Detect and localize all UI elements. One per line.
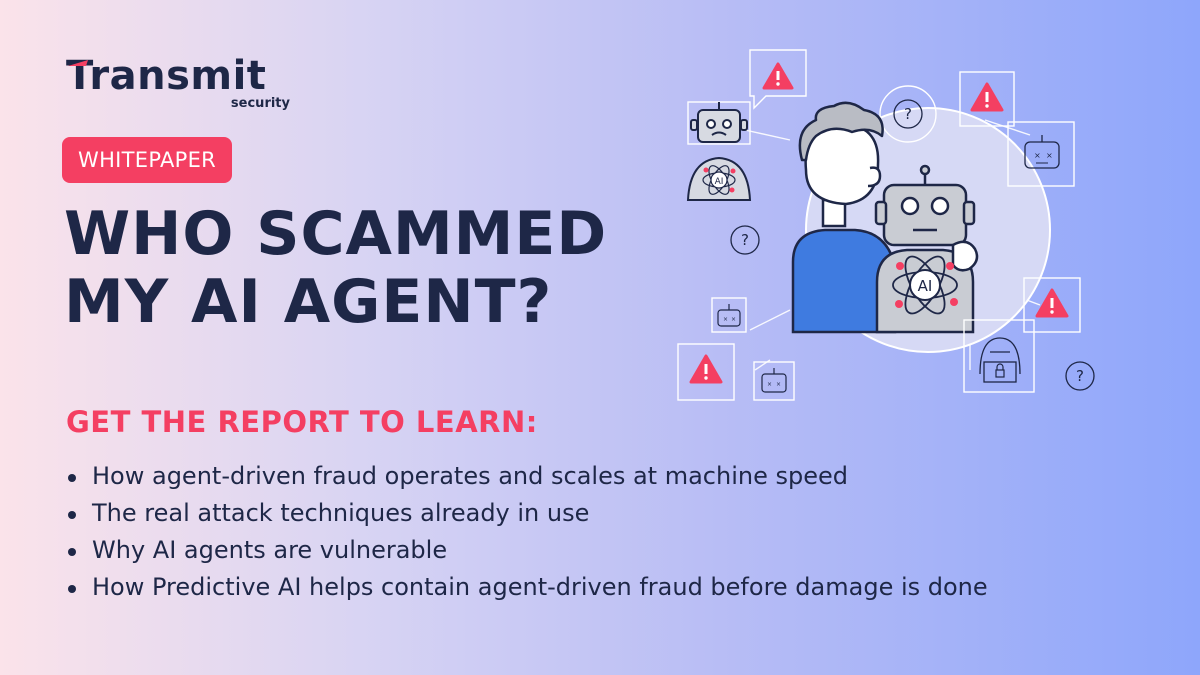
svg-text:×: × [731,316,736,323]
question-icon: ? [1065,361,1095,391]
svg-text:×: × [776,381,781,388]
bullet-dot [68,548,76,556]
svg-text:?: ? [1076,367,1084,385]
bullet-dot [68,474,76,482]
list-item-text: The real attack techniques already in us… [92,499,590,527]
question-icon: ? [730,225,760,255]
subhead: GET THE REPORT TO LEARN: [66,405,538,439]
headline-line-1: WHO SCAMMED [64,199,608,269]
warning-icon [749,49,807,110]
robot-icon: × × [711,297,747,333]
list-item-text: How agent-driven fraud operates and scal… [92,462,848,490]
brand-subtitle: security [230,96,290,111]
list-item: How Predictive AI helps contain agent-dr… [66,569,1166,606]
robot-icon: × × [753,361,795,401]
list-item-text: How Predictive AI helps contain agent-dr… [92,573,988,601]
list-item: How agent-driven fraud operates and scal… [66,458,1166,495]
headline-line-2: MY AI AGENT? [64,267,553,337]
list-item-text: Why AI agents are vulnerable [92,536,448,564]
svg-text:×: × [723,316,728,323]
robot-icon: AI [874,164,979,334]
brand-wordmark: Transmit [66,53,267,99]
svg-text:?: ? [741,231,749,249]
svg-text:×: × [1034,151,1041,160]
svg-text:×: × [767,381,772,388]
svg-text:?: ? [904,105,912,123]
whitepaper-badge: WHITEPAPER [62,137,233,183]
small-chip-label: AI [715,177,724,187]
bullet-dot [68,511,76,519]
ai-agent-illustration: AI ? × × ? [677,49,1095,401]
question-icon: ? [879,85,937,143]
warning-icon [959,71,1015,127]
warning-icon [677,343,735,401]
warning-icon [1023,277,1081,333]
bullet-dot [68,585,76,593]
hacker-icon [963,319,1035,393]
brand-logo: Transmit security [66,56,296,112]
robot-icon: × × [1007,121,1075,187]
robot-card: AI [686,101,752,201]
person-figure [791,101,897,334]
svg-text:×: × [1046,151,1053,160]
brand-mark-icon [68,60,88,66]
learning-points-list: How agent-driven fraud operates and scal… [66,458,1166,606]
list-item: Why AI agents are vulnerable [66,532,1166,569]
robot-chip-label: AI [918,277,933,295]
list-item: The real attack techniques already in us… [66,495,1166,532]
